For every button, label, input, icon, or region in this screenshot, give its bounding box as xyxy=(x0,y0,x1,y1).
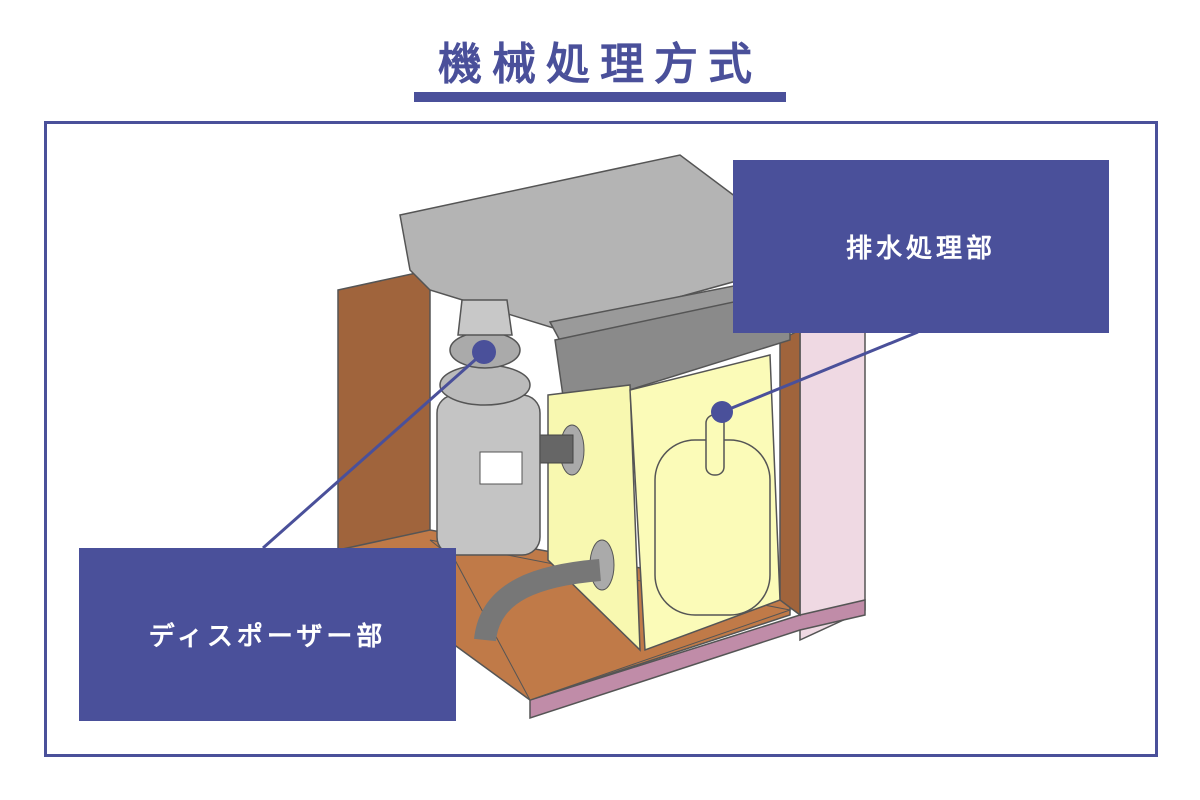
sink-body xyxy=(554,289,791,411)
wall xyxy=(799,308,866,642)
disposer-label: ディスポーザー部 xyxy=(79,548,456,721)
connector-pipe xyxy=(537,434,574,464)
treatment-tank-front xyxy=(629,354,781,652)
disposer-label-plate xyxy=(479,451,523,485)
tank-pipe xyxy=(705,414,725,476)
drain-treatment-label: 排水処理部 xyxy=(733,160,1109,333)
marker-dot-disposer xyxy=(472,340,496,364)
disposer-cap xyxy=(457,299,513,336)
disposer-flange xyxy=(439,364,531,406)
outlet-pipe xyxy=(474,559,601,642)
diagram-frame xyxy=(44,121,1158,757)
cabinet-back-left xyxy=(337,269,431,551)
page-title: 機械処理方式 xyxy=(438,39,762,90)
cabinet-side xyxy=(779,328,801,617)
leader-line-disposer xyxy=(262,350,485,550)
title-underline xyxy=(414,92,786,102)
marker-dot-drain xyxy=(711,401,733,423)
leader-line-drain xyxy=(721,330,919,414)
